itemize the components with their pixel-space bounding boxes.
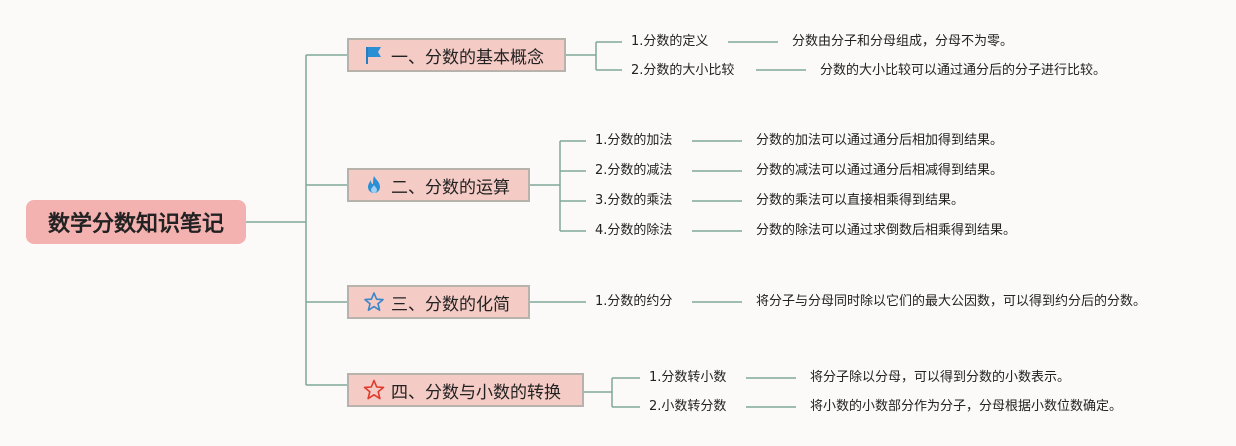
flag-icon — [363, 44, 385, 66]
subtopic-label[interactable]: 1.分数的约分 — [595, 294, 673, 309]
subtopic-label[interactable]: 2.小数转分数 — [649, 399, 727, 414]
subtopic-label[interactable]: 1.分数转小数 — [649, 370, 727, 385]
subtopic-desc: 分数的加法可以通过通分后相加得到结果。 — [756, 133, 1004, 148]
subtopic-desc: 分数的除法可以通过求倒数后相乘得到结果。 — [756, 223, 1017, 238]
branch-basic-concept[interactable]: 一、分数的基本概念 — [347, 38, 566, 72]
subtopic-desc: 将分子与分母同时除以它们的最大公因数，可以得到约分后的分数。 — [756, 294, 1147, 309]
branch-title: 四、分数与小数的转换 — [391, 382, 561, 403]
root-topic[interactable]: 数学分数知识笔记 — [26, 200, 246, 244]
subtopic-desc: 将小数的小数部分作为分子，分母根据小数位数确定。 — [810, 399, 1123, 414]
subtopic-desc: 分数的减法可以通过通分后相减得到结果。 — [756, 163, 1004, 178]
flame-icon — [363, 174, 385, 196]
red-star-icon — [363, 379, 385, 401]
subtopic-desc: 分数的大小比较可以通过通分后的分子进行比较。 — [820, 63, 1107, 78]
branch-simplification[interactable]: 三、分数的化简 — [347, 285, 530, 319]
subtopic-label[interactable]: 1.分数的加法 — [595, 133, 673, 148]
subtopic-label[interactable]: 2.分数的大小比较 — [631, 63, 735, 78]
subtopic-label[interactable]: 3.分数的乘法 — [595, 193, 673, 208]
branch-title: 三、分数的化简 — [391, 294, 510, 315]
subtopic-label[interactable]: 2.分数的减法 — [595, 163, 673, 178]
root-title: 数学分数知识笔记 — [47, 212, 224, 237]
branch-title: 一、分数的基本概念 — [391, 47, 544, 68]
star-outline-icon — [363, 291, 385, 313]
branch-operations[interactable]: 二、分数的运算 — [347, 168, 530, 202]
subtopic-desc: 分数由分子和分母组成，分母不为零。 — [792, 34, 1014, 49]
subtopic-label[interactable]: 4.分数的除法 — [595, 223, 673, 238]
subtopic-desc: 将分子除以分母，可以得到分数的小数表示。 — [810, 370, 1071, 385]
branch-title: 二、分数的运算 — [391, 177, 510, 198]
subtopic-label[interactable]: 1.分数的定义 — [631, 34, 709, 49]
subtopic-desc: 分数的乘法可以直接相乘得到结果。 — [756, 193, 965, 208]
branch-conversion[interactable]: 四、分数与小数的转换 — [347, 373, 584, 407]
